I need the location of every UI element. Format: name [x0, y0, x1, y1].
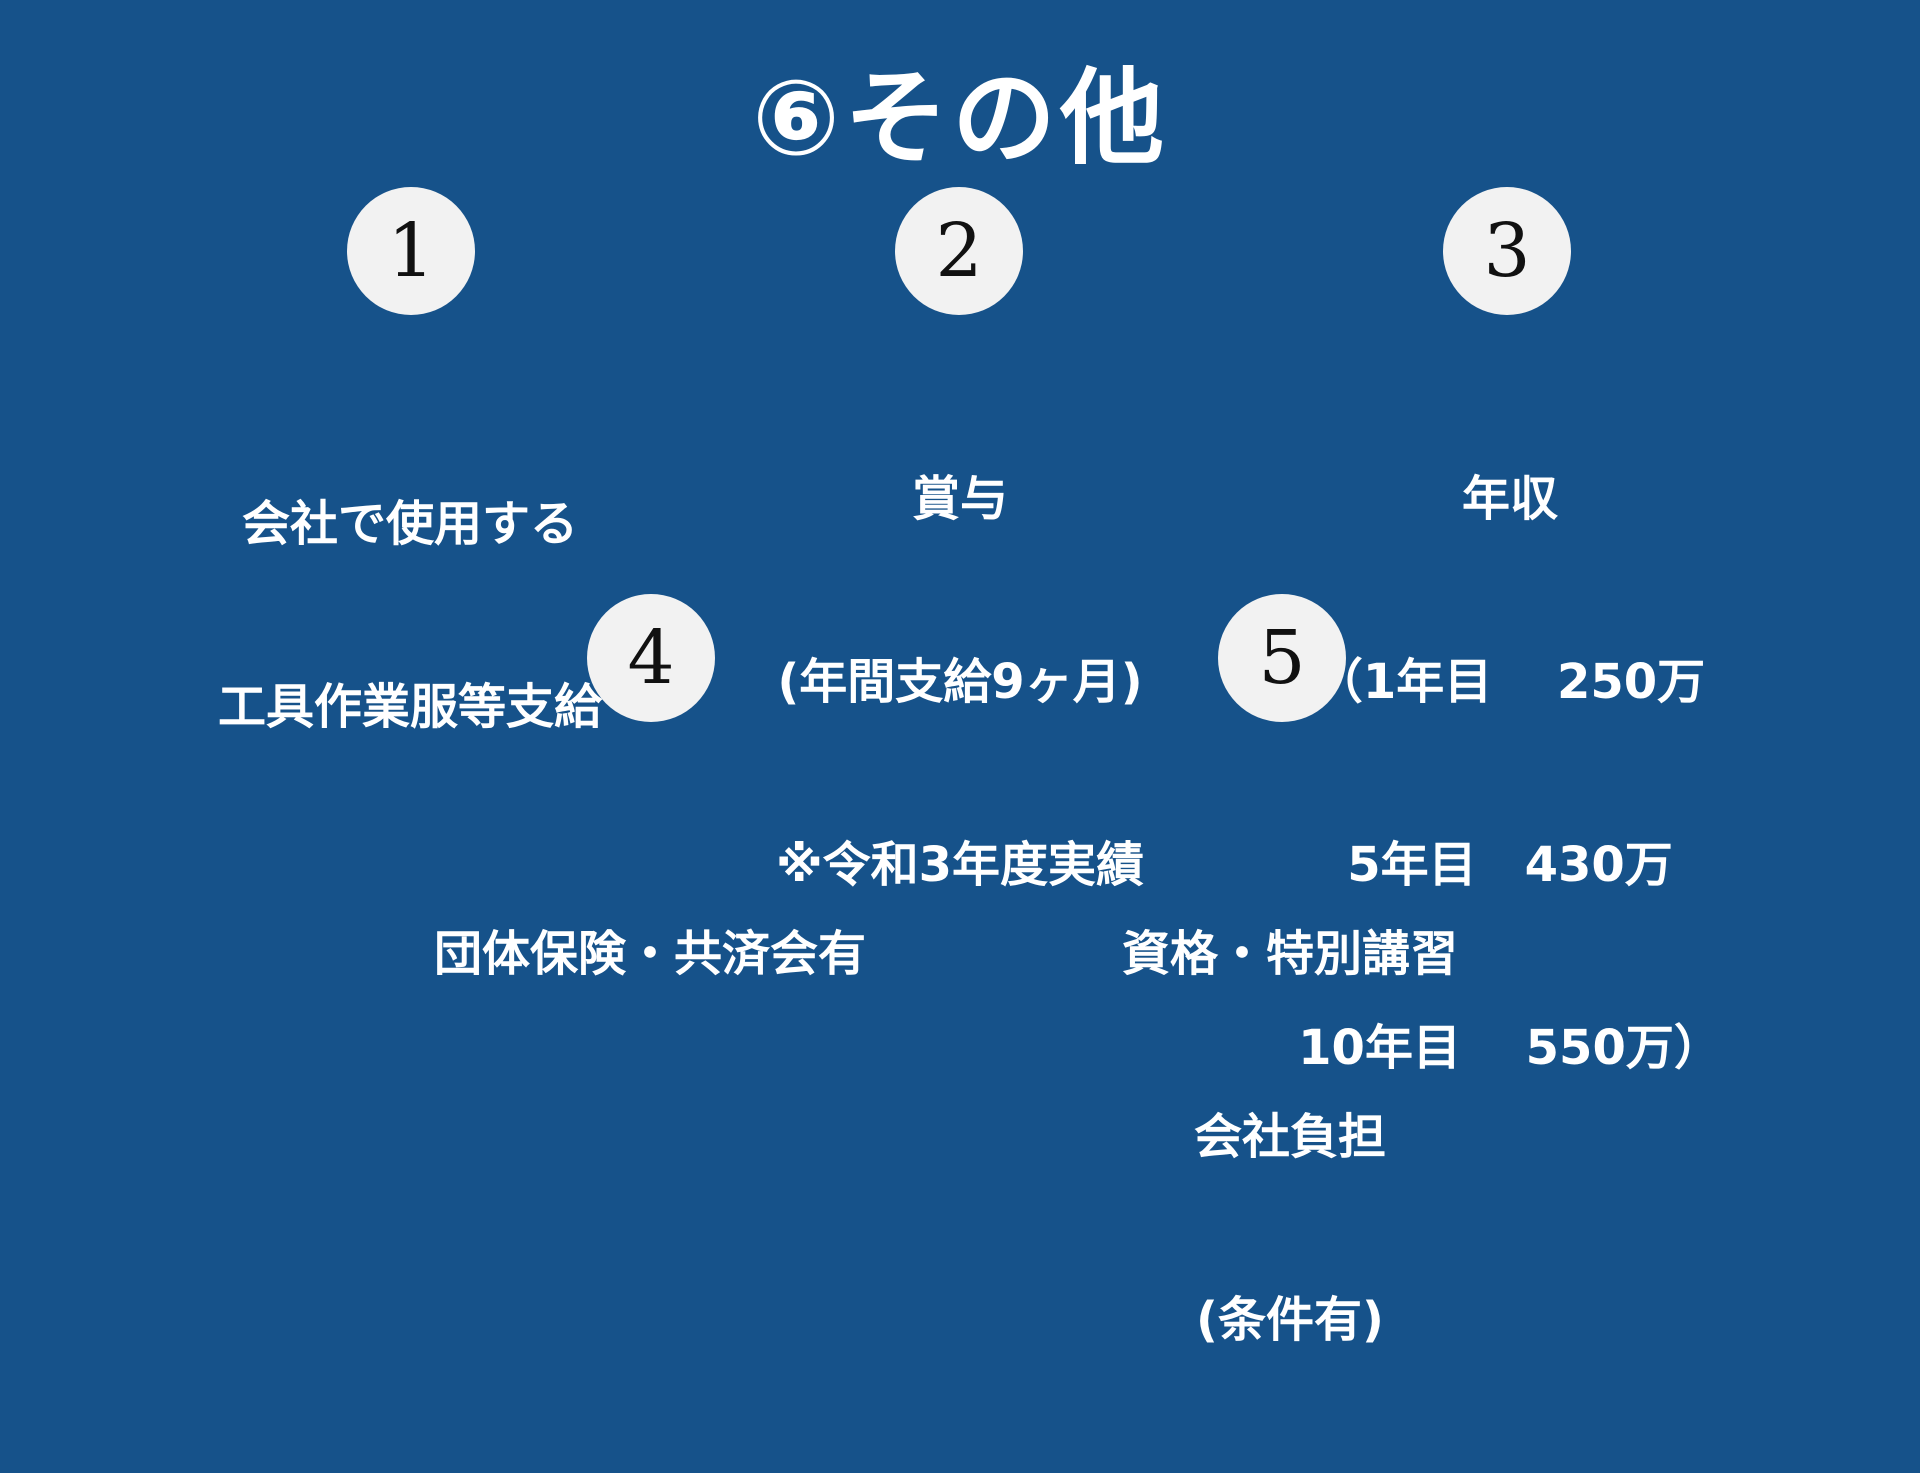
number-badge-3: 3: [1443, 187, 1571, 315]
item-text-3: 年収 （1年目 250万 5年目 430万 10年目 550万）: [1260, 347, 1760, 1201]
item-5-line-2: 会社負担: [1193, 1109, 1386, 1165]
item-1-line-1: 会社で使用する: [241, 496, 578, 552]
item-2-line-3: ※令和3年度実績: [775, 837, 1145, 893]
item-5-line-3: (条件有): [1196, 1292, 1384, 1348]
slide: ⑥その他 1 会社で使用する 工具作業服等支給 2 賞与 (年間支給9ヶ月) ※…: [160, 57, 1722, 1348]
item-3-line-4: 10年目 550万）: [1298, 1020, 1722, 1076]
number-badge-4: 4: [587, 594, 715, 722]
item-text-2: 賞与 (年間支給9ヶ月) ※令和3年度実績: [710, 347, 1210, 1018]
page-title: ⑥その他: [751, 57, 1169, 179]
item-3-line-2: （1年目 250万: [1314, 654, 1706, 710]
item-1-line-2: 工具作業服等支給: [217, 679, 602, 735]
item-3-line-1: 年収: [1461, 471, 1558, 527]
number-badge-2: 2: [895, 187, 1023, 315]
number-badge-5: 5: [1218, 594, 1346, 722]
item-2-line-2: (年間支給9ヶ月): [777, 654, 1143, 710]
number-badge-1: 1: [347, 187, 475, 315]
item-2-line-1: 賞与: [911, 471, 1008, 527]
item-text-4: 団体保険・共済会有: [400, 802, 900, 1107]
item-3-line-3: 5年目 430万: [1347, 837, 1673, 893]
item-text-1: 会社で使用する 工具作業服等支給: [160, 372, 660, 860]
item-text-5: 資格・特別講習 会社負担 (条件有): [1040, 802, 1540, 1473]
item-5-line-1: 資格・特別講習: [1121, 926, 1458, 982]
item-4-line-1: 団体保険・共済会有: [433, 926, 866, 982]
